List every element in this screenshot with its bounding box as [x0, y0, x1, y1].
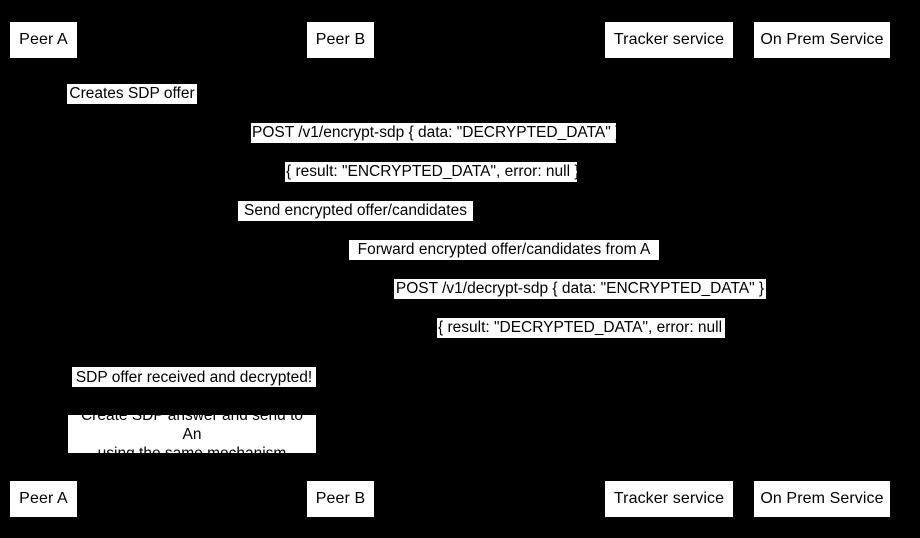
message-send-encrypted-offer[interactable]: Send encrypted offer/candidates — [238, 201, 473, 221]
participant-label: On Prem Service — [760, 490, 884, 507]
note-line: Create SDP answer and send to An — [80, 406, 303, 443]
participant-tracker-service-top[interactable]: Tracker service — [605, 22, 733, 58]
message-post-decrypt-sdp[interactable]: POST /v1/decrypt-sdp { data: "ENCRYPTED_… — [394, 279, 766, 299]
participant-on-prem-service-bottom[interactable]: On Prem Service — [754, 481, 890, 517]
participant-on-prem-service-top[interactable]: On Prem Service — [754, 22, 890, 58]
message-encrypt-sdp-result[interactable]: { result: "ENCRYPTED_DATA", error: null … — [285, 162, 580, 182]
participant-label: On Prem Service — [760, 31, 884, 48]
message-creates-sdp-offer[interactable]: Creates SDP offer — [67, 84, 197, 104]
participant-peer-a-top[interactable]: Peer A — [10, 22, 77, 58]
participant-label: Peer B — [315, 31, 366, 48]
participant-label: Peer A — [19, 31, 68, 48]
message-decrypt-sdp-result[interactable]: { result: "DECRYPTED_DATA", error: null … — [437, 318, 732, 338]
participant-peer-a-bottom[interactable]: Peer A — [10, 481, 77, 517]
participant-label: Peer A — [19, 490, 68, 507]
note-create-sdp-answer[interactable]: Create SDP answer and send to An using t… — [68, 407, 316, 462]
participant-peer-b-top[interactable]: Peer B — [307, 22, 374, 58]
note-sdp-offer-received[interactable]: SDP offer received and decrypted! — [72, 367, 316, 387]
participant-label: Tracker service — [613, 31, 725, 48]
participant-label: Tracker service — [613, 490, 725, 507]
message-post-encrypt-sdp[interactable]: POST /v1/encrypt-sdp { data: "DECRYPTED_… — [251, 123, 621, 143]
participant-peer-b-bottom[interactable]: Peer B — [307, 481, 374, 517]
message-forward-encrypted-offer[interactable]: Forward encrypted offer/candidates from … — [349, 240, 659, 260]
note-line: using the same mechanism — [97, 444, 287, 462]
note-line: SDP offer received and decrypted! — [75, 368, 313, 386]
participant-label: Peer B — [315, 490, 366, 507]
participant-tracker-service-bottom[interactable]: Tracker service — [605, 481, 733, 517]
